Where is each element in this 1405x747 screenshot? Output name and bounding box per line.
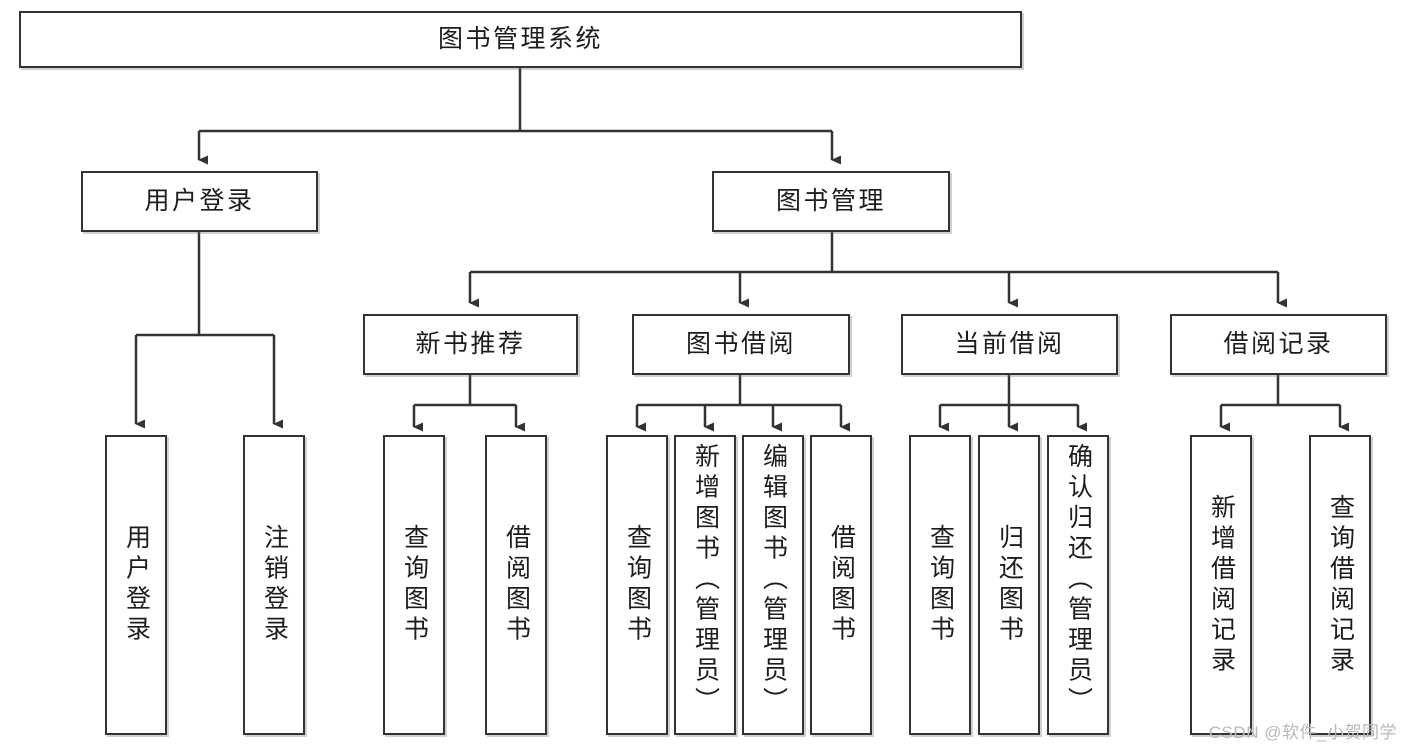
node-current-borrow[interactable]: 当前借阅 — [901, 314, 1118, 375]
node-label: 借阅图书 — [827, 524, 856, 646]
node-label: 图书管理 — [775, 186, 886, 215]
node-root-system[interactable]: 图书管理系统 — [19, 11, 1022, 68]
node-label: 注销登录 — [260, 524, 289, 646]
node-label: 用户登录 — [144, 186, 255, 215]
node-label: 当前借阅 — [954, 329, 1065, 358]
leaf-user-login-login[interactable]: 用户登录 — [105, 435, 167, 735]
node-label: 借阅图书 — [502, 524, 531, 646]
node-user-login[interactable]: 用户登录 — [81, 171, 318, 232]
leaf-borrow-record-add[interactable]: 新增借阅记录 — [1190, 435, 1252, 735]
node-label: 归还图书 — [995, 524, 1024, 646]
node-label: 新增图书（管理员） — [691, 443, 720, 718]
watermark: CSDN @软件_小贺同学 — [1208, 723, 1397, 742]
leaf-current-borrow-return[interactable]: 归还图书 — [978, 435, 1040, 735]
leaf-book-borrow-borrow[interactable]: 借阅图书 — [810, 435, 872, 735]
leaf-new-book-borrow[interactable]: 借阅图书 — [485, 435, 547, 735]
node-label: 新增借阅记录 — [1207, 493, 1236, 677]
node-label: 用户登录 — [122, 524, 151, 646]
node-label: 查询借阅记录 — [1326, 493, 1355, 677]
node-label: 确认归还（管理员） — [1064, 443, 1093, 718]
node-book-management[interactable]: 图书管理 — [712, 171, 950, 232]
node-label: 新书推荐 — [415, 329, 526, 358]
node-book-borrow[interactable]: 图书借阅 — [632, 314, 850, 375]
leaf-new-book-query[interactable]: 查询图书 — [383, 435, 445, 735]
leaf-user-login-logout[interactable]: 注销登录 — [243, 435, 305, 735]
leaf-borrow-record-query[interactable]: 查询借阅记录 — [1309, 435, 1371, 735]
leaf-book-borrow-add[interactable]: 新增图书（管理员） — [674, 435, 736, 735]
leaf-current-borrow-confirm-return[interactable]: 确认归还（管理员） — [1047, 435, 1109, 735]
node-label: 查询图书 — [926, 524, 955, 646]
node-label: 图书借阅 — [685, 329, 796, 358]
leaf-book-borrow-query[interactable]: 查询图书 — [606, 435, 668, 735]
node-borrow-record[interactable]: 借阅记录 — [1170, 314, 1387, 375]
leaf-current-borrow-query[interactable]: 查询图书 — [909, 435, 971, 735]
node-new-book-recommend[interactable]: 新书推荐 — [363, 314, 578, 375]
node-label: 查询图书 — [400, 524, 429, 646]
node-label: 编辑图书（管理员） — [759, 443, 788, 718]
node-label: 查询图书 — [623, 524, 652, 646]
leaf-book-borrow-edit[interactable]: 编辑图书（管理员） — [742, 435, 804, 735]
node-label: 借阅记录 — [1223, 329, 1334, 358]
node-label: 图书管理系统 — [437, 24, 603, 53]
